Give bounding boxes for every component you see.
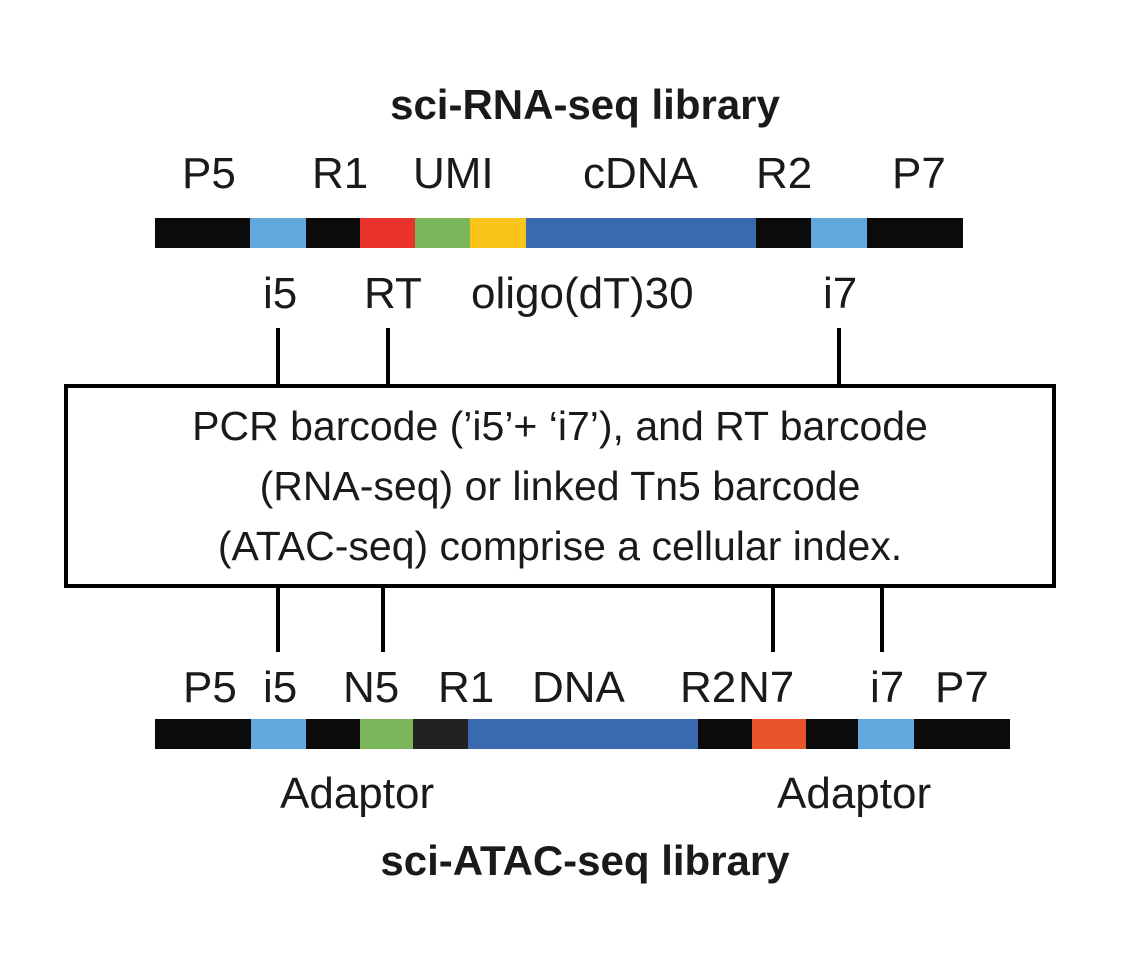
- rna-label-i7: i7: [823, 269, 858, 318]
- rna-library-bar: [155, 218, 963, 248]
- rna-seg-p7: [867, 218, 963, 248]
- atac-label-n7: N7: [738, 663, 795, 712]
- rna-seg-umi: [415, 218, 470, 248]
- rna-label-oligo-dt: oligo(dT)30: [471, 269, 694, 318]
- atac-seg-r2: [698, 719, 752, 749]
- connector-atac-n7: [771, 586, 775, 652]
- atac-seg-n7: [752, 719, 806, 749]
- atac-seg-n5: [360, 719, 413, 749]
- atac-label-p7: P7: [935, 663, 989, 712]
- rna-seg-cdna: [526, 218, 756, 248]
- atac-label-adaptor-left: Adaptor: [280, 769, 435, 818]
- atac-seg-dna: [468, 719, 698, 749]
- rna-seg-oligo-dt: [470, 218, 526, 248]
- connector-rna-rt: [386, 328, 390, 386]
- rna-label-cdna: cDNA: [583, 149, 698, 198]
- rna-seg-r2: [756, 218, 811, 248]
- rna-library-title: sci-RNA-seq library: [390, 81, 780, 128]
- connector-atac-n5: [381, 586, 385, 652]
- rna-seg-rt: [360, 218, 415, 248]
- atac-library-bar: [155, 719, 1010, 749]
- rna-label-r1: R1: [312, 149, 369, 198]
- rna-seg-r1: [306, 218, 360, 248]
- callout-line-2: (RNA-seq) or linked Tn5 barcode: [259, 463, 861, 509]
- atac-seg-p7: [914, 719, 1010, 749]
- callout-line-3: (ATAC-seq) comprise a cellular index.: [217, 523, 903, 569]
- rna-label-i5: i5: [263, 269, 298, 318]
- rna-seg-i7: [811, 218, 867, 248]
- atac-label-adaptor-right: Adaptor: [777, 769, 932, 818]
- connector-rna-i7: [837, 328, 841, 386]
- rna-label-p7: P7: [892, 149, 946, 198]
- atac-label-i5: i5: [263, 663, 298, 712]
- atac-seg-r1: [413, 719, 468, 749]
- connector-atac-i5: [276, 586, 280, 652]
- connector-rna-i5: [276, 328, 280, 386]
- rna-label-p5: P5: [182, 149, 236, 198]
- callout-line-1: PCR barcode (’i5’+ ‘i7’), and RT barcode: [192, 403, 928, 449]
- rna-label-rt: RT: [364, 269, 422, 318]
- atac-label-p5: P5: [183, 663, 237, 712]
- atac-label-r1: R1: [438, 663, 495, 712]
- cellular-index-callout: PCR barcode (’i5’+ ‘i7’), and RT barcode…: [64, 384, 1056, 588]
- atac-seg-i5: [251, 719, 306, 749]
- atac-seg-spacer-1: [306, 719, 360, 749]
- connector-atac-i7: [880, 586, 884, 652]
- atac-label-dna: DNA: [532, 663, 625, 712]
- atac-library-title: sci-ATAC-seq library: [380, 837, 790, 884]
- atac-seg-p5: [155, 719, 251, 749]
- atac-seg-spacer-2: [806, 719, 858, 749]
- atac-seg-i7: [858, 719, 914, 749]
- rna-seg-p5: [155, 218, 250, 248]
- rna-seg-i5: [250, 218, 306, 248]
- atac-label-r2: R2: [680, 663, 737, 712]
- atac-label-n5: N5: [343, 663, 400, 712]
- rna-label-umi: UMI: [413, 149, 494, 198]
- rna-label-r2: R2: [756, 149, 813, 198]
- atac-label-i7: i7: [870, 663, 905, 712]
